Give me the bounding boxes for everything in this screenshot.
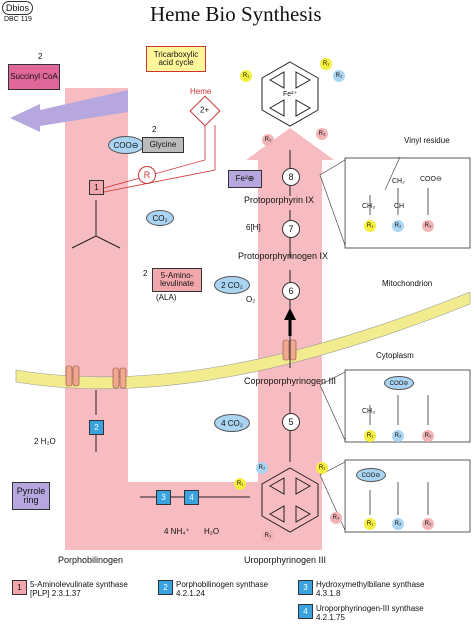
code-label: DBC 119: [4, 16, 32, 23]
porphyrin-ring-bottom: [261, 467, 319, 533]
r1-dot: R₁: [364, 430, 376, 442]
r1-dot: R₁: [364, 518, 376, 530]
step-8: 8: [282, 168, 300, 186]
sidechain-text: CH: [394, 203, 405, 210]
iron-box: Fe²⊕: [228, 170, 262, 188]
legend-mark-4: 4: [298, 604, 313, 619]
succinyl-coa-box: Succinyl CoA: [8, 64, 60, 90]
r3-dot: R₃: [422, 220, 434, 232]
coo-ellipse: COO⊖: [384, 376, 414, 390]
heme-feedback: [103, 125, 216, 193]
r2-dot: R₂: [333, 70, 345, 82]
uroporphyrinogen-label: Uroporphyrinogen III: [244, 555, 327, 565]
mitochondrial-membrane: [15, 291, 471, 390]
glycine-box: Glycine: [142, 137, 184, 153]
enzyme-2-mark: 2: [89, 420, 104, 435]
r1-dot: R₁: [364, 220, 376, 232]
pathway-band: [65, 88, 334, 550]
ala-count: 2: [143, 269, 148, 278]
succinyl-arrow: [10, 90, 128, 132]
glycine-count: 2: [152, 125, 157, 134]
sidechain-text: COO⊖: [420, 176, 442, 183]
logo: Dbios: [2, 1, 34, 15]
r3-dot: R₃: [422, 430, 434, 442]
enzyme-3-mark: 3: [156, 490, 171, 505]
porphobilinogen-label: Porphobilinogen: [58, 555, 124, 565]
water: H₂O: [204, 527, 220, 536]
tca-box: Tricarboxylic acid cycle: [146, 46, 206, 72]
legend-mark-2: 2: [158, 580, 173, 595]
r3-dot: R₃: [330, 512, 342, 524]
protoporphyrinogen-label: Protoporphyrinogen IX: [238, 251, 329, 261]
legend-mark-1: 1: [12, 580, 27, 595]
co2-ellipse-4: 4 CO₂: [214, 414, 250, 432]
page-title: Heme Bio Synthesis: [150, 2, 322, 26]
pyrrole-ring-box: Pyrrole ring: [12, 482, 50, 510]
r2-dot: R₂: [392, 430, 404, 442]
heme-label: Heme: [190, 87, 212, 96]
r3-dot: R₃: [262, 530, 274, 542]
vinyl-label: Vinyl residue: [404, 136, 450, 145]
co2-ellipse-1: CO₂: [146, 210, 174, 226]
r2-dot: R₂: [392, 220, 404, 232]
coo-ellipse: COO⊖: [108, 136, 144, 154]
porphyrin-ring-top: [261, 61, 319, 127]
co2-ellipse-2: 2 CO₂: [214, 276, 250, 294]
ala-box: 5-Amino-levulinate: [152, 268, 202, 292]
mitochondrion-label: Mitochondrion: [382, 279, 433, 288]
step-5: 5: [282, 413, 300, 431]
regulation-r: R: [138, 166, 156, 184]
sidechain-text: CH₃: [362, 408, 375, 415]
r3-dot: R₃: [316, 128, 328, 140]
coproporphyrinogen-label: Coproporphyrinogen III: [244, 376, 337, 386]
coo-ellipse: COO⊖: [356, 468, 386, 482]
enzyme-1-mark: 1: [89, 180, 104, 195]
r3-dot: R₃: [262, 134, 274, 146]
sidechain-text: CH₃: [362, 203, 375, 210]
r3-dot: R₃: [422, 518, 434, 530]
r2-dot: R₂: [256, 462, 268, 474]
iron-core: Fe²⁺: [283, 91, 298, 98]
legend-mark-3: 3: [298, 580, 313, 595]
water-2: 2 H₂O: [34, 437, 56, 446]
sidechain-bonds: [369, 188, 429, 515]
cytoplasm-label: Cytoplasm: [376, 351, 414, 360]
succinyl-count: 2: [38, 52, 43, 61]
transporters: [65, 339, 297, 389]
legend-item-1: 5-Aminolevulinate synthase[PLP] 2.3.1.37: [30, 580, 128, 599]
ala-abbr: (ALA): [156, 293, 177, 302]
six-h: 6[H]: [246, 223, 261, 232]
r1-dot: R₁: [240, 70, 252, 82]
protoporphyrin-label: Protoporphyrin IX: [244, 195, 315, 205]
r2-dot: R₂: [392, 518, 404, 530]
r1-dot: R₁: [234, 478, 246, 490]
step-6: 6: [282, 282, 300, 300]
sidechain-text: CH₂: [392, 178, 405, 185]
ammonium: 4 NH₄⁺: [164, 527, 190, 536]
enzyme-4-mark: 4: [184, 490, 199, 505]
oxygen: O₂: [246, 295, 256, 304]
step-7: 7: [282, 220, 300, 238]
r1-dot: R₁: [316, 462, 328, 474]
r1-dot: R₁: [320, 58, 332, 70]
